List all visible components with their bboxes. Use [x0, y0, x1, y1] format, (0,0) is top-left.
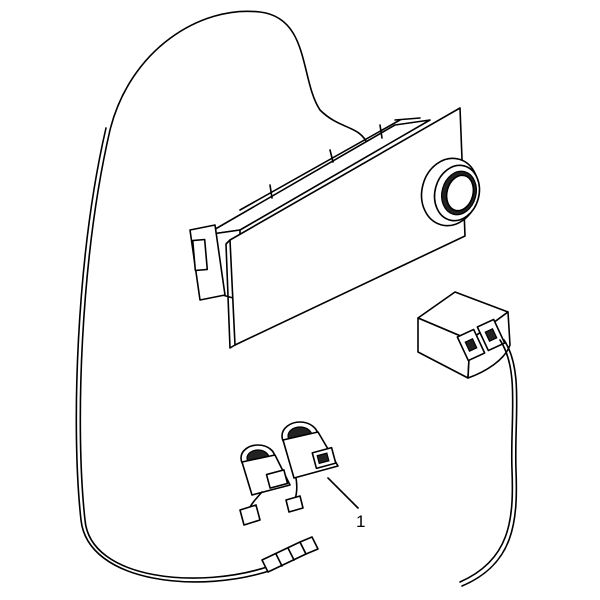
- connector-pair: [239, 421, 339, 526]
- callout-label-1: 1: [356, 512, 366, 531]
- junction-cable-edge: [461, 339, 518, 587]
- control-knob: [420, 157, 481, 227]
- long-cable-edge: [75, 127, 273, 583]
- control-panel-module: [189, 107, 466, 349]
- junction-box: [417, 291, 511, 379]
- junction-cable: [459, 339, 514, 583]
- long-cable: [79, 10, 369, 579]
- callout-leader: [327, 477, 359, 509]
- cable-plug: [261, 536, 319, 573]
